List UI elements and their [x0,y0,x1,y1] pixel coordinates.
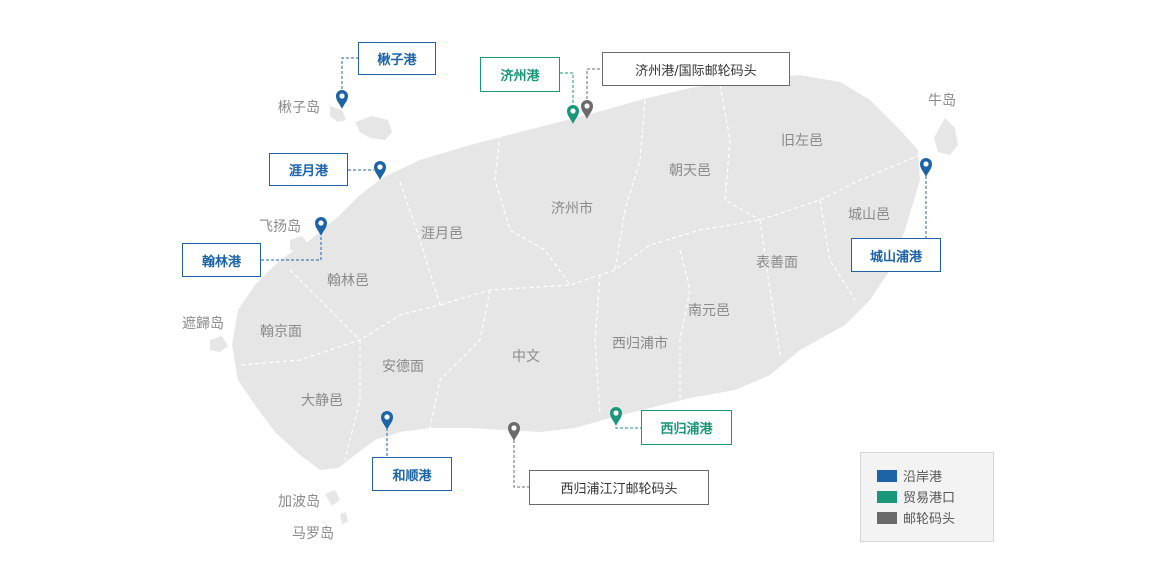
island-label-udo: 牛岛 [928,93,956,109]
port-label-gangjeong-cruise[interactable]: 西归浦江汀邮轮码头 [529,470,709,505]
port-label-aewol[interactable]: 涯月港 [269,153,348,186]
chuja-island-shape-small [330,106,346,122]
map-pin-icon[interactable] [610,407,622,426]
legend-item-cruise: 邮轮码头 [877,507,993,528]
map-pin-icon[interactable] [581,100,593,119]
region-label-gujwa: 旧左邑 [781,133,823,149]
island-label-mara: 马罗岛 [292,526,334,542]
port-label-seogwipo[interactable]: 西归浦港 [641,410,732,445]
mara-island-shape [340,512,348,524]
region-label-seogwipo-si: 西归浦市 [612,335,668,352]
port-label-jeju-cruise[interactable]: 济州港/国际邮轮码头 [602,52,790,86]
map-pin-icon[interactable] [508,422,520,441]
region-label-hallim: 翰林邑 [327,273,369,289]
map-pin-icon[interactable] [315,217,327,236]
port-markers [315,90,932,441]
region-label-jungmun: 中文 [512,349,540,365]
legend-swatch-cruise [877,511,897,524]
region-label-jeju-si: 济州市 [551,200,593,217]
port-label-chuja[interactable]: 楸子港 [358,42,436,75]
leader-lines [261,57,927,488]
region-label-namwon: 南元邑 [688,303,730,319]
map-pin-icon[interactable] [336,90,348,109]
jeju-island-landmass [232,75,920,470]
map-pin-icon[interactable] [374,161,386,180]
legend-swatch-coastal [877,469,897,482]
port-label-hwasun[interactable]: 和顺港 [372,457,452,491]
port-label-hallim[interactable]: 翰林港 [182,243,261,277]
legend-item-trade: 贸易港口 [877,486,993,507]
biyang-island-shape [290,236,308,252]
island-label-chagwi: 遮歸岛 [182,315,224,332]
legend-label-coastal: 沿岸港 [903,470,943,485]
region-label-pyoseon: 表善面 [756,255,798,271]
port-label-jeju[interactable]: 济州港 [480,57,560,92]
region-label-jocheon: 朝天邑 [669,163,711,179]
udo-island-shape [934,118,958,155]
region-labels: 济州市 朝天邑 旧左邑 城山邑 表善面 南元邑 西归浦市 中文 安德面 大静邑 … [260,133,890,409]
legend-item-coastal: 沿岸港 [877,465,993,486]
chagwi-island-shape [210,336,228,352]
region-label-andeok: 安德面 [382,359,424,375]
legend-swatch-trade [877,490,897,503]
region-label-hangyeong: 翰京面 [260,324,302,340]
island-label-biyang: 飞扬岛 [259,219,301,235]
map-pin-icon[interactable] [920,158,932,177]
island-label-chuja: 楸子岛 [278,100,320,116]
map-pin-icon[interactable] [567,105,579,124]
map-legend: 沿岸港 贸易港口 邮轮码头 [860,452,994,542]
gapa-island-shape [325,490,340,506]
legend-label-trade: 贸易港口 [903,491,956,506]
island-label-gapa: 加波岛 [278,494,320,510]
island-labels: 楸子岛 飞扬岛 遮歸岛 加波岛 马罗岛 牛岛 [182,93,956,542]
legend-label-cruise: 邮轮码头 [903,512,956,527]
region-label-seongsan: 城山邑 [848,207,890,223]
port-label-seongsanpo[interactable]: 城山浦港 [851,238,941,272]
region-label-daejeong: 大静邑 [301,393,343,409]
region-label-aewol: 涯月邑 [421,226,463,242]
chuja-island-shape [355,116,392,140]
district-boundaries [239,84,921,461]
map-pin-icon[interactable] [381,411,393,430]
